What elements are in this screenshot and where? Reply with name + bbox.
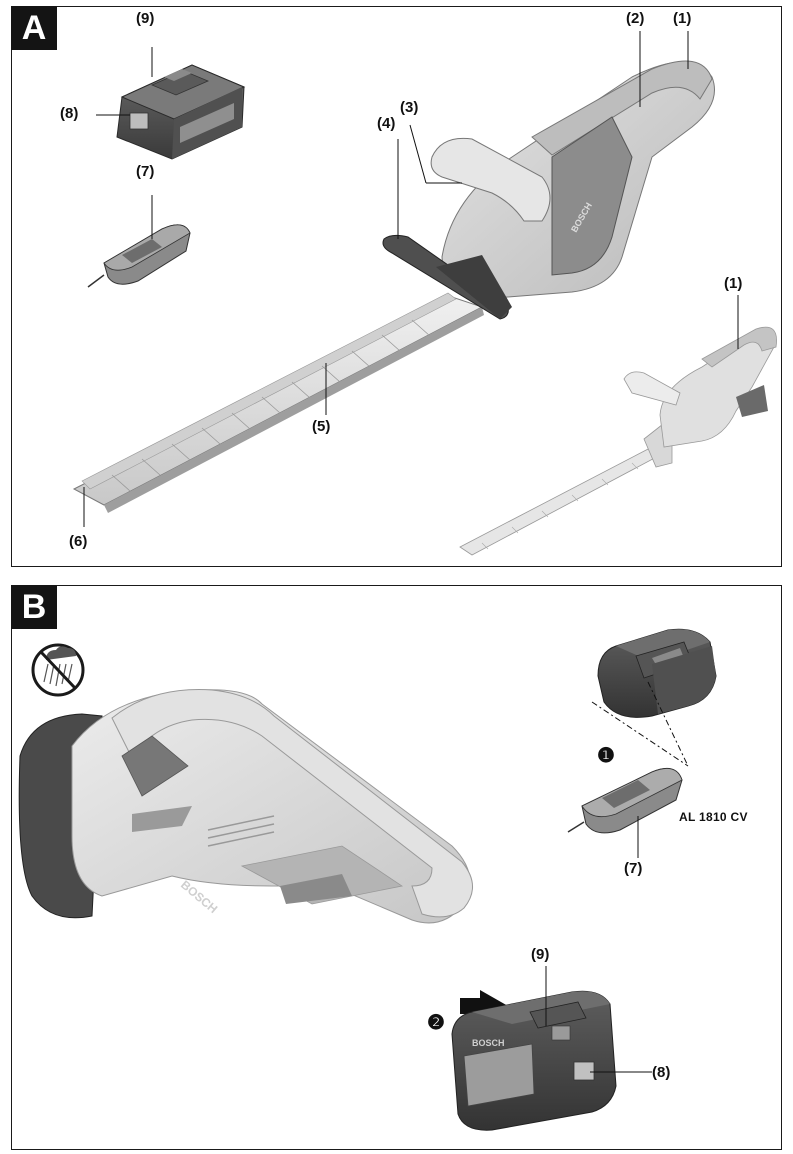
panel-tag-b: B [11,585,57,629]
callout-7: (7) [136,163,155,180]
figure-panel-b: B [11,585,782,1150]
front-handle [430,137,551,222]
panel-b-illustration: BOSCH BOSCH [18,628,717,1131]
step-1-badge: ❶ [597,745,615,767]
callout-9: (9) [136,10,155,27]
rear-handle [531,60,713,156]
step-2-badge: ❷ [427,1012,445,1034]
callout-4: (4) [377,115,396,132]
callout-8: (8) [60,105,79,122]
charger-unit [567,767,683,834]
callout-5: (5) [312,418,331,435]
callout-8-b: (8) [652,1064,671,1081]
rear-loop-handle [111,689,473,918]
no-rain-icon [31,643,85,697]
callout-9-b: (9) [531,946,550,963]
callout-1: (1) [673,10,692,27]
battery-charge-indicator-b [573,1061,595,1081]
callout-7-b: (7) [624,860,643,877]
hedge-trimmer-closeup: BOSCH [18,689,473,924]
callout-3: (3) [400,99,419,116]
charger-with-battery [597,628,717,718]
battery-pack [116,64,246,160]
charger-model-label: AL 1810 CV [679,810,748,824]
battery-pack-insert: BOSCH [451,990,617,1131]
panel-tag-a: A [11,6,57,50]
callout-2: (2) [626,10,645,27]
hedge-trimmer-main: BOSCH [382,60,715,320]
hedge-trimmer-overview [459,326,777,556]
battery-charger [87,224,191,288]
callout-6: (6) [69,533,88,550]
panel-a-illustration: BOSCH [72,31,777,556]
figure-panel-a: A [11,6,782,567]
callout-1-overview: (1) [724,275,743,292]
cutting-blade [72,292,484,513]
battery-charge-indicator [129,112,149,130]
brand-mark-battery: BOSCH [472,1038,505,1048]
